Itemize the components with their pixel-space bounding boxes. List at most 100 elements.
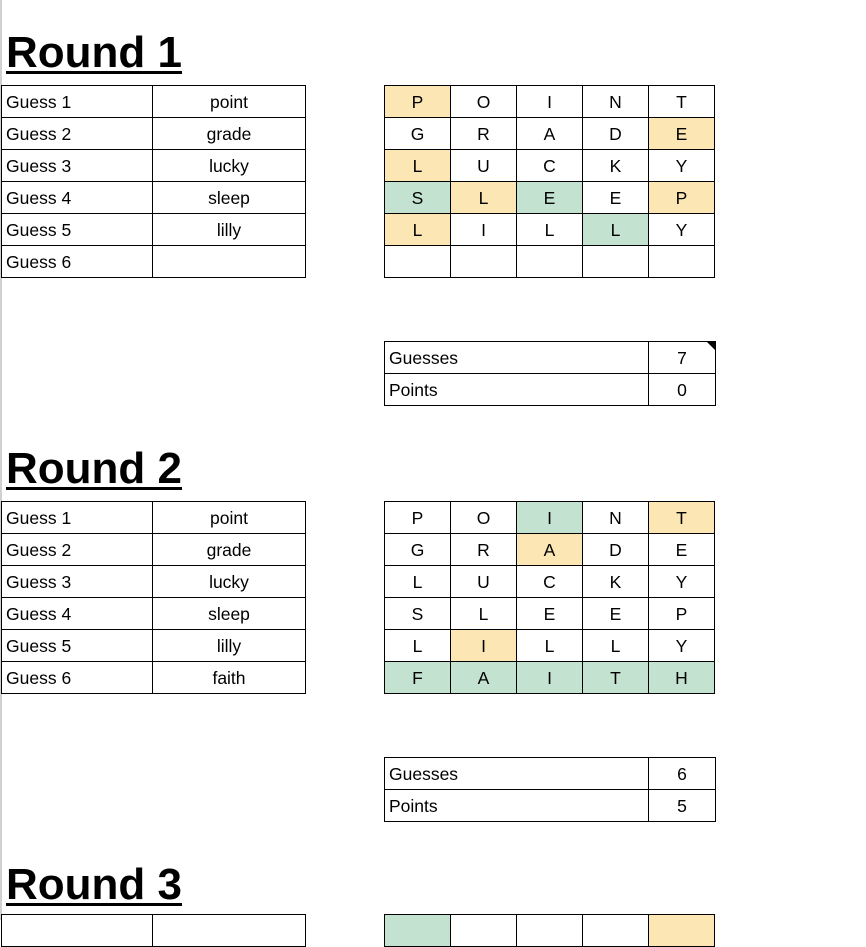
guess-label-cell[interactable]: Guess 6: [1, 245, 153, 278]
letter-cell[interactable]: Y: [648, 213, 715, 246]
guesses-label[interactable]: Guesses: [384, 341, 649, 374]
letter-cell[interactable]: [516, 245, 583, 278]
letter-cell[interactable]: [516, 914, 583, 947]
letter-cell[interactable]: P: [648, 597, 715, 630]
letter-cell[interactable]: E: [648, 117, 715, 150]
letter-cell[interactable]: A: [516, 533, 583, 566]
letter-cell[interactable]: L: [384, 629, 451, 662]
guess-label-cell[interactable]: Guess 5: [1, 629, 153, 662]
guess-label-cell[interactable]: Guess 1: [1, 501, 153, 534]
letter-cell[interactable]: G: [384, 533, 451, 566]
letter-cell[interactable]: I: [516, 85, 583, 118]
letter-cell[interactable]: L: [582, 629, 649, 662]
letter-cell[interactable]: E: [648, 533, 715, 566]
letter-cell[interactable]: R: [450, 117, 517, 150]
letter-cell[interactable]: C: [516, 565, 583, 598]
letter-cell[interactable]: [582, 914, 649, 947]
letter-cell[interactable]: D: [582, 533, 649, 566]
letter-cell[interactable]: L: [384, 149, 451, 182]
points-label[interactable]: Points: [384, 373, 649, 406]
guess-word-cell[interactable]: sleep: [152, 597, 306, 630]
letter-cell[interactable]: E: [516, 181, 583, 214]
guess-word-cell[interactable]: faith: [152, 661, 306, 694]
letter-cell[interactable]: [384, 914, 451, 947]
letter-cell[interactable]: [450, 245, 517, 278]
letter-cell[interactable]: L: [450, 597, 517, 630]
points-value[interactable]: 5: [648, 789, 716, 822]
letter-cell[interactable]: I: [516, 661, 583, 694]
letter-cell[interactable]: E: [582, 597, 649, 630]
points-value[interactable]: 0: [648, 373, 716, 406]
letter-cell[interactable]: L: [384, 213, 451, 246]
letter-cell[interactable]: [384, 245, 451, 278]
letter-cell[interactable]: A: [516, 117, 583, 150]
letter-cell[interactable]: A: [450, 661, 517, 694]
guess-label-cell[interactable]: Guess 3: [1, 565, 153, 598]
letter-cell[interactable]: T: [648, 501, 715, 534]
guess-label-cell[interactable]: Guess 4: [1, 597, 153, 630]
letter-cell[interactable]: I: [450, 213, 517, 246]
letter-cell[interactable]: R: [450, 533, 517, 566]
letter-cell[interactable]: G: [384, 117, 451, 150]
letter-cell[interactable]: F: [384, 661, 451, 694]
guesses-label[interactable]: Guesses: [384, 757, 649, 790]
letter-cell[interactable]: O: [450, 501, 517, 534]
guess-label-cell[interactable]: [1, 914, 153, 947]
letter-cell[interactable]: K: [582, 565, 649, 598]
letter-cell[interactable]: P: [384, 501, 451, 534]
letter-cell[interactable]: [648, 245, 715, 278]
guess-label-cell[interactable]: Guess 2: [1, 533, 153, 566]
letter-cell[interactable]: I: [516, 501, 583, 534]
guess-word-cell[interactable]: point: [152, 85, 306, 118]
letter-cell[interactable]: K: [582, 149, 649, 182]
letter-cell[interactable]: H: [648, 661, 715, 694]
guess-label-cell[interactable]: Guess 4: [1, 181, 153, 214]
cell-note-indicator-icon[interactable]: [707, 342, 715, 350]
letter-cell[interactable]: T: [648, 85, 715, 118]
guess-word-cell[interactable]: sleep: [152, 181, 306, 214]
letter-cell[interactable]: P: [384, 85, 451, 118]
letter-cell[interactable]: L: [384, 565, 451, 598]
letter-cell[interactable]: N: [582, 85, 649, 118]
letter-cell[interactable]: S: [384, 181, 451, 214]
guesses-value-cell[interactable]: 7: [648, 341, 716, 374]
guess-word-cell[interactable]: point: [152, 501, 306, 534]
guess-word-cell[interactable]: lilly: [152, 213, 306, 246]
guess-word-cell[interactable]: grade: [152, 533, 306, 566]
letter-cell[interactable]: I: [450, 629, 517, 662]
letter-cell[interactable]: O: [450, 85, 517, 118]
letter-cell[interactable]: Y: [648, 565, 715, 598]
guess-label-cell[interactable]: Guess 3: [1, 149, 153, 182]
letter-cell[interactable]: T: [582, 661, 649, 694]
guess-word-cell[interactable]: lucky: [152, 149, 306, 182]
guess-word-cell[interactable]: lilly: [152, 629, 306, 662]
letter-cell[interactable]: C: [516, 149, 583, 182]
guess-word-cell[interactable]: grade: [152, 117, 306, 150]
letter-cell[interactable]: N: [582, 501, 649, 534]
letter-cell[interactable]: U: [450, 149, 517, 182]
letter-cell[interactable]: L: [516, 213, 583, 246]
letter-cell[interactable]: L: [450, 181, 517, 214]
letter-cell[interactable]: P: [648, 181, 715, 214]
letter-cell[interactable]: D: [582, 117, 649, 150]
letter-cell[interactable]: Y: [648, 629, 715, 662]
letter-cell[interactable]: [582, 245, 649, 278]
guess-label-cell[interactable]: Guess 1: [1, 85, 153, 118]
letter-cell[interactable]: Y: [648, 149, 715, 182]
points-label[interactable]: Points: [384, 789, 649, 822]
letter-cell[interactable]: U: [450, 565, 517, 598]
letter-cell[interactable]: E: [516, 597, 583, 630]
letter-cell[interactable]: E: [582, 181, 649, 214]
guess-label-cell[interactable]: Guess 2: [1, 117, 153, 150]
guess-word-cell[interactable]: [152, 245, 306, 278]
guess-label-cell[interactable]: Guess 6: [1, 661, 153, 694]
letter-cell[interactable]: L: [516, 629, 583, 662]
letter-cell[interactable]: S: [384, 597, 451, 630]
letter-cell[interactable]: [450, 914, 517, 947]
letter-cell[interactable]: [648, 914, 715, 947]
guesses-value[interactable]: 6: [648, 757, 716, 790]
guess-word-cell[interactable]: [152, 914, 306, 947]
guess-word-cell[interactable]: lucky: [152, 565, 306, 598]
guess-label-cell[interactable]: Guess 5: [1, 213, 153, 246]
letter-cell[interactable]: L: [582, 213, 649, 246]
